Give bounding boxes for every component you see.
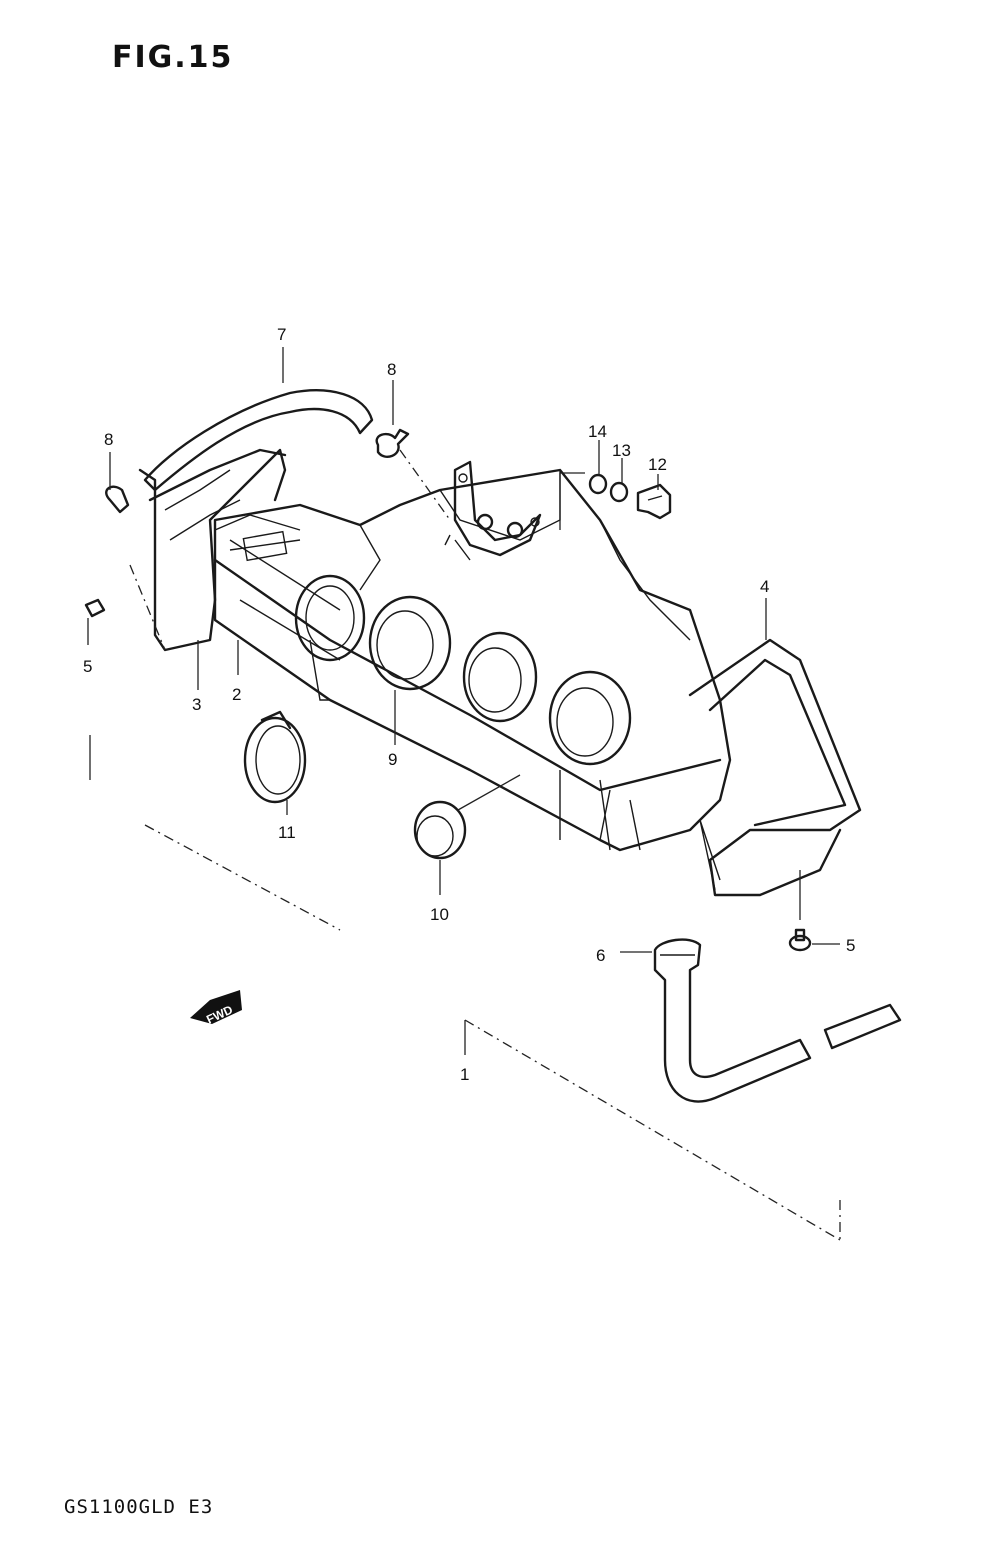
callout-11: 11 xyxy=(278,823,296,842)
air-cleaner-case xyxy=(213,468,732,852)
screw-washer-set xyxy=(588,473,672,520)
callout-10: 10 xyxy=(430,905,449,924)
assembly-guide-lines xyxy=(129,449,841,1241)
callout-5-left: 5 xyxy=(83,657,92,676)
callout-5-right: 5 xyxy=(846,936,855,955)
callout-1: 1 xyxy=(460,1065,469,1084)
breather-hose xyxy=(143,389,374,492)
clamp-clips xyxy=(105,428,410,514)
element-and-cover-left xyxy=(138,448,301,652)
callout-2: 2 xyxy=(232,685,241,704)
bolt-right xyxy=(788,928,812,952)
callout-12: 12 xyxy=(648,455,667,474)
mounting-bracket xyxy=(444,460,542,561)
callout-3: 3 xyxy=(192,695,201,714)
forward-arrow-icon: FWD xyxy=(190,990,242,1027)
callout-14: 14 xyxy=(588,422,607,441)
callout-8-left: 8 xyxy=(104,430,113,449)
leader-lines xyxy=(87,347,840,1055)
intake-ports xyxy=(294,574,632,766)
figure-title: FIG.15 xyxy=(112,40,234,75)
callout-numbers: 1 2 3 4 5 5 6 7 8 8 9 10 11 12 13 14 xyxy=(83,325,855,1084)
callout-13: 13 xyxy=(612,441,631,460)
callout-7: 7 xyxy=(277,325,286,344)
side-cover-right xyxy=(688,638,862,897)
model-code: GS1100GLD E3 xyxy=(64,1496,214,1518)
callout-9: 9 xyxy=(388,750,397,769)
callout-8-right: 8 xyxy=(387,360,396,379)
clamp-ring-11 xyxy=(243,710,307,804)
callout-6: 6 xyxy=(596,946,605,965)
drain-hose xyxy=(653,938,902,1103)
callout-4: 4 xyxy=(760,577,769,596)
seal-ring-10 xyxy=(413,800,467,860)
screw-left xyxy=(84,598,106,618)
